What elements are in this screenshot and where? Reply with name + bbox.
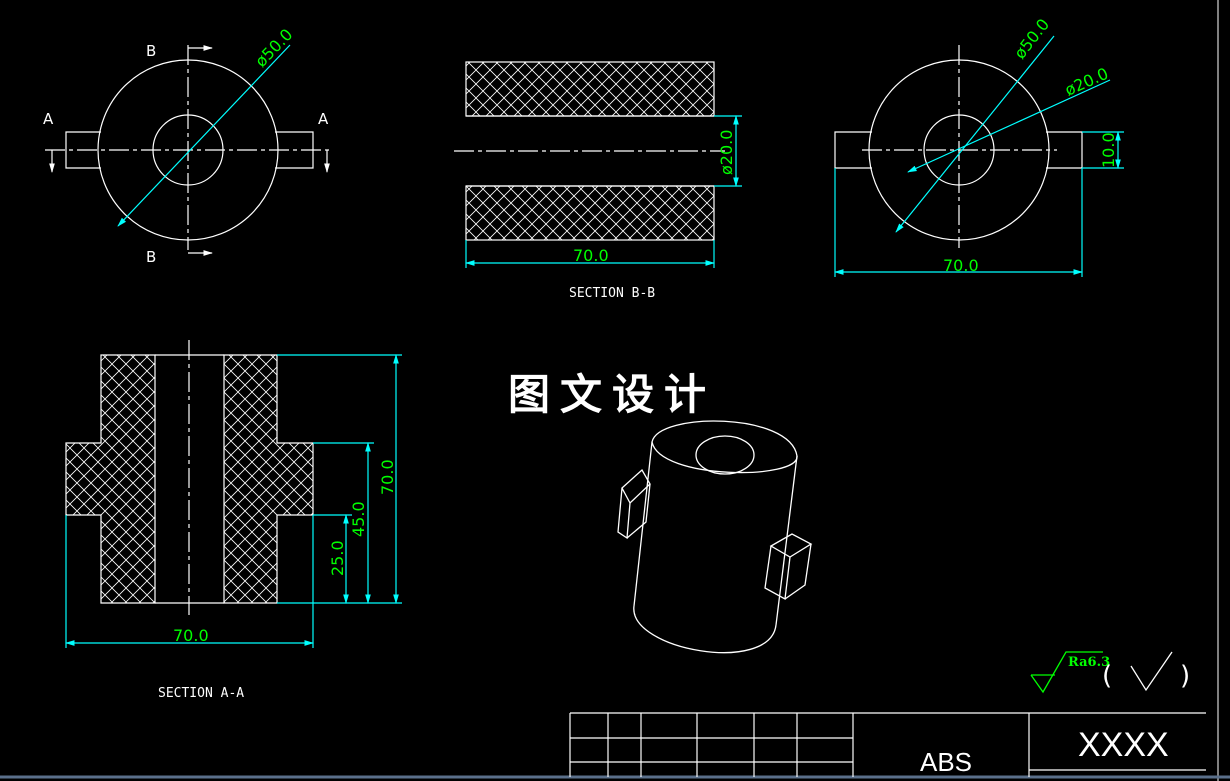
section-aa-view xyxy=(65,340,314,615)
title-block-material: ABS xyxy=(920,747,972,777)
top-right-view xyxy=(834,45,1083,248)
dim-text-inner: ø20.0 xyxy=(1062,64,1111,100)
tab-right xyxy=(769,533,813,558)
section-mark-b-top: B xyxy=(146,42,156,60)
section-bb-caption: SECTION B-B xyxy=(569,286,655,301)
tab-left-side xyxy=(626,483,651,539)
tab-left xyxy=(65,131,101,169)
tab-right-front xyxy=(764,545,791,601)
watermark-title: 图文设计 xyxy=(508,370,716,419)
hatch-right xyxy=(223,354,314,604)
section-mark-a-right: A xyxy=(318,110,329,128)
check-mark-icon xyxy=(1130,651,1173,692)
tab-left-front xyxy=(617,487,631,540)
dim-text-aa-low: 25.0 xyxy=(328,540,347,576)
roughness-symbol xyxy=(1030,651,1103,694)
cylinder-bottom xyxy=(633,605,777,654)
dim-text-aa-width: 70.0 xyxy=(173,626,209,645)
hatch-left xyxy=(65,354,156,604)
roughness-paren-left: ( xyxy=(1102,661,1112,691)
top-left-diameter-dim: ø50.0 xyxy=(117,25,296,227)
section-aa-caption: SECTION A-A xyxy=(158,686,244,701)
hatch-top xyxy=(465,61,715,117)
section-mark-a-left: A xyxy=(43,110,54,128)
dim-text-bb-diameter: ø20.0 xyxy=(717,130,736,175)
roughness-paren-right: ) xyxy=(1180,661,1190,691)
tab-left xyxy=(834,131,872,169)
section-mark-b-bottom: B xyxy=(146,248,156,266)
dim-text-length: 70.0 xyxy=(943,256,979,275)
section-bb-dims xyxy=(465,115,742,268)
dim-text-aa-mid: 45.0 xyxy=(349,501,368,537)
cylinder-right xyxy=(775,455,798,626)
isometric-view xyxy=(617,420,813,654)
dim-text-outer: ø50.0 xyxy=(1010,15,1053,62)
top-left-view xyxy=(45,45,330,256)
dim-text: ø50.0 xyxy=(251,25,296,71)
section-aa-dims xyxy=(65,354,402,648)
section-bb-view xyxy=(454,61,725,241)
roughness-value: Ra6.3 xyxy=(1068,655,1110,670)
hatch-bottom xyxy=(465,185,715,241)
dim-text-bb-length: 70.0 xyxy=(573,246,609,265)
bore xyxy=(695,435,755,475)
dim-text-tab: 10.0 xyxy=(1099,132,1118,168)
dim-text-aa-height: 70.0 xyxy=(378,459,397,495)
cylinder-top xyxy=(651,420,798,474)
tab-right-side xyxy=(784,543,812,600)
title-block-name: XXXX xyxy=(1078,726,1169,764)
title-block xyxy=(569,712,1206,777)
tab-right xyxy=(1046,131,1083,169)
top-right-dims xyxy=(834,35,1124,277)
